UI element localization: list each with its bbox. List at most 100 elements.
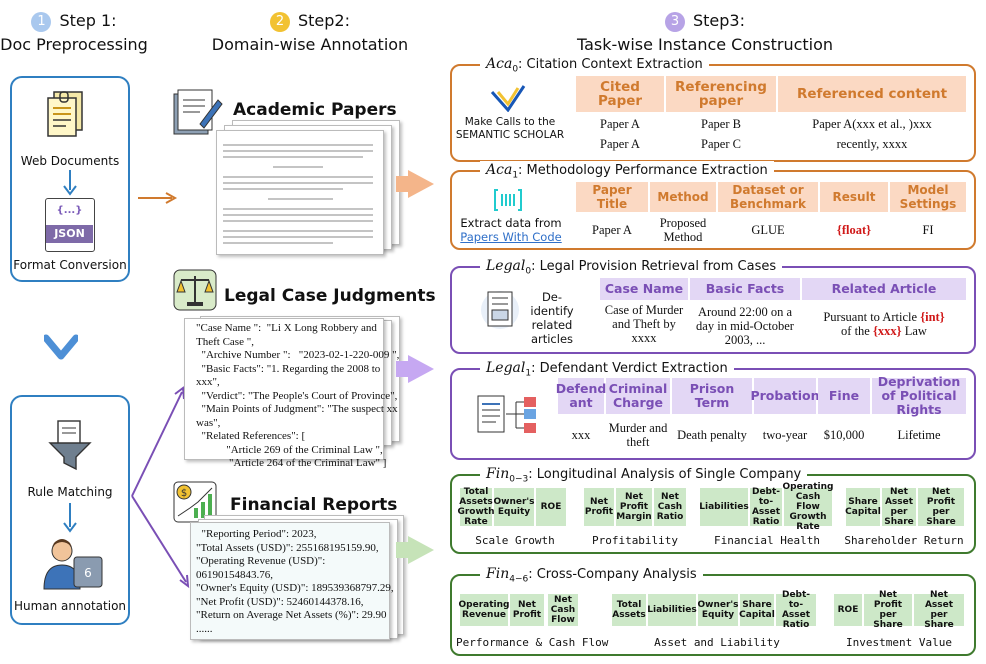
rule-matching-label: Rule Matching	[27, 485, 113, 499]
funnel-icon	[48, 420, 92, 471]
legal0-header-related-article: Related Article	[802, 278, 966, 300]
academic-paper-icon	[173, 89, 223, 135]
legal-json-line: was",	[196, 416, 221, 429]
aca0-subscript: 0	[512, 64, 519, 75]
legal1-cell-criminal-charge: Murder and theft	[608, 421, 668, 449]
fin46-group-asset-liability: Asset and Liability	[654, 636, 780, 649]
aca1-header-method: Method	[650, 182, 716, 212]
aca0-cell-r2-c2: Paper C	[701, 137, 741, 151]
fin03-chip-debt-to-asset-ratio: Debt-to-Asset Ratio	[750, 487, 782, 527]
aca0-cell-r1-c2: Paper B	[701, 117, 741, 131]
json-file-icon: {...} JSON	[45, 198, 95, 252]
document-id-icon	[481, 291, 519, 329]
legal-json-line: "Basic Facts": "1. Regarding the 2008 to	[196, 362, 381, 375]
legal0-left-text: De-identify related articles	[530, 290, 574, 346]
legal1-title-text: : Defendant Verdict Extraction	[531, 361, 728, 376]
legal0-header-case-name: Case Name	[600, 278, 688, 300]
down-arrow-icon-2	[63, 503, 77, 533]
aca1-header-model-settings: Model Settings	[890, 182, 966, 212]
fin03-group-financial-health: Financial Health	[714, 534, 820, 547]
aca1-header-result: Result	[820, 182, 888, 212]
aca0-header-referencing-paper: Referencing paper	[666, 76, 776, 112]
legal-json-line: "Main Points of Judgment": "The suspect …	[196, 403, 398, 415]
preprocessing-box: Web Documents {...} JSON Format Conversi…	[10, 76, 130, 282]
step3-title: Step3:	[693, 11, 745, 30]
legal-json-line: Theft Case ",	[196, 335, 254, 348]
aca1-cell-dataset: GLUE	[751, 223, 785, 237]
legal1-cell-prison-term: Death penalty	[677, 428, 747, 442]
aca0-left-text: Make Calls to the SEMANTIC SCHOLAR	[455, 116, 565, 141]
financial-transition-arrow	[408, 536, 434, 564]
fin03-symbol: Fin	[486, 466, 510, 482]
financial-transition-arrow-tail	[396, 542, 410, 558]
aca0-cell-r2-c3: recently, xxxx	[836, 137, 908, 151]
fin-json-line: 06190154843.76,	[196, 568, 273, 581]
legal0-cell-related-article: Pursuant to Article {int} of the {xxx} L…	[802, 304, 966, 344]
step2-subtitle: Domain-wise Annotation	[211, 34, 409, 54]
legal1-title: Legal1: Defendant Verdict Extraction	[480, 359, 734, 383]
step2-title: Step2:	[298, 11, 350, 30]
financial-json-text: "Reporting Period": 2023,"Total Assets (…	[196, 528, 394, 636]
fin03-chip-owners-equity: Owner's Equity	[493, 488, 535, 526]
fin03-group-profitability: Profitability	[591, 534, 679, 547]
fin03-subscript: 0−3	[509, 474, 529, 485]
fin-json-line: "Return on Average Net Assets (%)": 29.9…	[196, 609, 387, 621]
legal0-symbol: Legal	[486, 258, 526, 274]
web-document-icon	[47, 91, 83, 137]
legal-scales-icon	[173, 269, 217, 311]
legal-json-line: "Related References": [	[196, 430, 306, 442]
aca0-cell-r2-c1: Paper A	[600, 137, 640, 151]
format-conversion-label: Format Conversion	[13, 258, 127, 272]
aca1-title: Aca1: Methodology Performance Extraction	[480, 161, 774, 185]
human-annotation-label: Human annotation	[13, 599, 127, 613]
papers-with-code-link[interactable]: Papers With Code	[460, 230, 562, 244]
legal-json-line: "Archive Number ": "2023-02-1-220-009 ",	[196, 349, 400, 361]
legal-json-line: "Article 264 of the Criminal Law" ]	[196, 457, 387, 469]
svg-text:$: $	[181, 488, 187, 499]
legal0-title-text: : Legal Provision Retrieval from Cases	[531, 259, 777, 274]
academic-paper-page	[216, 130, 384, 255]
fin46-chip-debt-to-asset-ratio: Debt-to-Asset Ratio	[776, 590, 816, 630]
legal0-title: Legal0: Legal Provision Retrieval from C…	[480, 257, 783, 281]
legal-json-line: "Case Name ": "Li X Long Robbery and	[196, 322, 377, 334]
fin03-chip-net-asset-per-share: Net Asset per Share	[882, 487, 916, 527]
fin-json-line: "Owner's Equity (USD)": 189539368797.29,	[196, 582, 394, 594]
academic-transition-arrow-tail	[396, 176, 410, 192]
fin46-title-text: : Cross-Company Analysis	[528, 567, 697, 582]
fin03-title: Fin0−3: Longitudinal Analysis of Single …	[480, 465, 808, 489]
aca1-header-paper-title: Paper Title	[576, 182, 648, 212]
fin03-chip-roe: ROE	[536, 488, 566, 526]
fin46-chip-liabilities: Liabilities	[647, 594, 697, 626]
aca1-cell-model-settings: FI	[922, 223, 934, 237]
financial-chart-icon: $	[173, 481, 217, 523]
svg-text:6: 6	[84, 566, 92, 580]
fin-json-line: "Reporting Period": 2023,	[196, 528, 317, 540]
step1-title: Step 1:	[59, 11, 117, 30]
big-down-arrow-icon	[44, 334, 78, 360]
legal0-subscript: 0	[525, 266, 532, 277]
down-arrow-icon	[63, 170, 77, 196]
fin46-chip-net-cash-flow: Net Cash Flow	[548, 594, 578, 626]
legal-case-judgments-title: Legal Case Judgments	[224, 286, 436, 306]
legal-json-line: "Verdict": "The People's Court of Provin…	[196, 389, 398, 402]
step3-subtitle: Task-wise Instance Construction	[576, 34, 834, 54]
aca1-symbol: Aca	[486, 162, 513, 178]
legal1-header-prison-term: Prison Term	[672, 378, 752, 414]
structure-tree-icon	[477, 395, 536, 433]
legal0-cell-basic-facts: Around 22:00 on a day in mid-October 200…	[696, 305, 794, 347]
legal1-subscript: 1	[525, 368, 532, 379]
aca1-task-box: Aca1: Methodology Performance Extraction…	[450, 161, 976, 250]
fin03-chip-liabilities: Liabilities	[699, 488, 749, 526]
article-law: Law	[901, 324, 927, 338]
aca0-cell-r1-c1: Paper A	[600, 117, 640, 131]
fin03-chip-net-cash-ratio: Net Cash Ratio	[654, 488, 686, 526]
fin46-chip-owners-equity: Owner's Equity	[697, 594, 739, 626]
papers-with-code-logo-icon	[494, 189, 522, 211]
aca0-cell-r1-c3: Paper A(xxx et al., )xxx	[812, 117, 932, 131]
fin03-chip-total-assets-growth-rate: Total Assets Growth Rate	[457, 487, 495, 527]
legal-json-line: xxx",	[196, 376, 220, 388]
fin46-chip-total-assets: Total Assets	[612, 594, 646, 626]
fin46-chip-roe: ROE	[834, 594, 862, 626]
fin46-title: Fin4−6: Cross-Company Analysis	[480, 565, 703, 589]
paper-text-lines	[223, 144, 373, 244]
